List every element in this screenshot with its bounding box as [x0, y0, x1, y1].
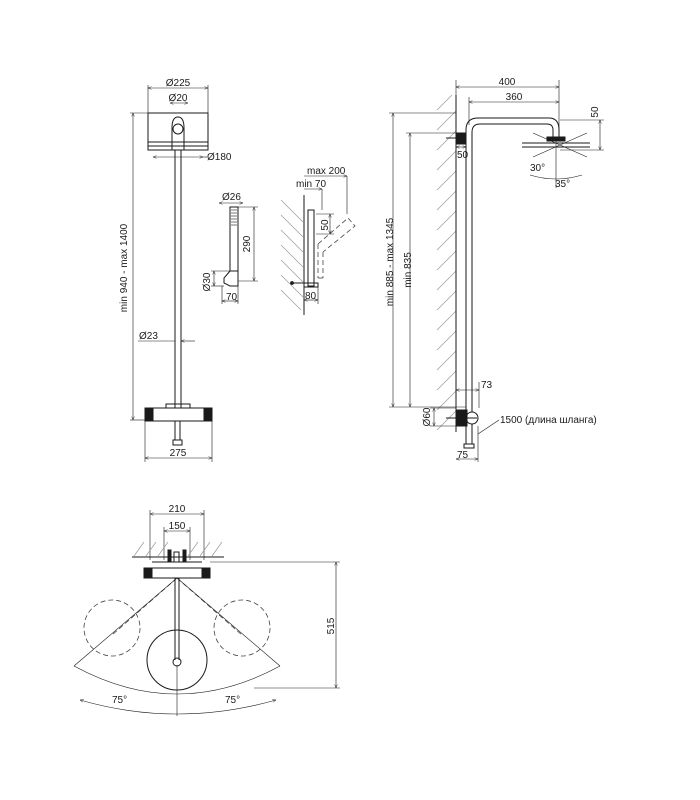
holder-min-offset: min 70 — [296, 179, 326, 190]
holder-depth: 80 — [305, 291, 317, 302]
top-swing-right: 75° — [225, 695, 240, 706]
top-swing-left: 75° — [112, 695, 127, 706]
top-view: 210 150 — [73, 504, 340, 716]
hand-shower-length: 290 — [242, 235, 253, 252]
top-depth: 515 — [326, 617, 337, 634]
hand-shower-view: Ø26 290 Ø30 70 — [202, 192, 258, 304]
side-head-height: 50 — [590, 106, 601, 118]
holder-view: max 200 min 70 50 80 — [280, 166, 356, 315]
front-height-range: min 940 - max 1400 — [119, 223, 130, 312]
front-plate-diameter: Ø180 — [207, 152, 232, 163]
top-outer-width: 210 — [169, 504, 186, 515]
side-wall-offset: 50 — [457, 150, 469, 161]
hand-shower-depth: 70 — [226, 292, 238, 303]
side-view: 400 360 50 30° 35° 50 min — [385, 77, 604, 462]
front-head-diameter: Ø225 — [166, 78, 191, 89]
side-min-height: min 835 — [403, 252, 414, 288]
front-mixer-width: 275 — [170, 448, 187, 459]
side-mixer-offset: 73 — [481, 380, 493, 391]
side-spout-offset: 75 — [457, 450, 469, 461]
front-pipe-diameter: Ø23 — [139, 331, 158, 342]
side-reach-arm: 360 — [506, 92, 523, 103]
holder-max-offset: max 200 — [307, 166, 346, 177]
side-height-range: min 885 - max 1345 — [385, 217, 396, 306]
side-tilt-angle-2: 35° — [555, 179, 570, 190]
side-tilt-angle-1: 30° — [530, 163, 545, 174]
top-inner-width: 150 — [169, 521, 186, 532]
hand-shower-handle-diameter: Ø30 — [202, 272, 213, 291]
side-hose-note: 1500 (длина шланга) — [500, 415, 597, 426]
side-connector-diameter: Ø60 — [422, 407, 433, 426]
holder-height: 50 — [320, 219, 331, 231]
front-view: Ø225 Ø20 Ø180 Ø23 min 940 - max 1400 — [119, 78, 232, 462]
hand-shower-head-diameter: Ø26 — [222, 192, 241, 203]
side-reach-total: 400 — [499, 77, 516, 88]
front-arm-diameter: Ø20 — [169, 93, 188, 104]
